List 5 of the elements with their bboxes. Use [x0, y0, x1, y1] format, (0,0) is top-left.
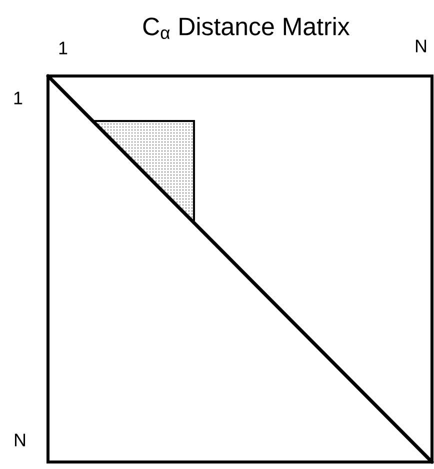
title: C$_{α}$ Distance Matrix — [143, 17, 350, 40]
axis-label: 1 — [14, 92, 22, 104]
axis-label: N — [14, 434, 26, 446]
axis-label: 1 — [59, 42, 68, 54]
axis-label: N — [416, 40, 426, 52]
